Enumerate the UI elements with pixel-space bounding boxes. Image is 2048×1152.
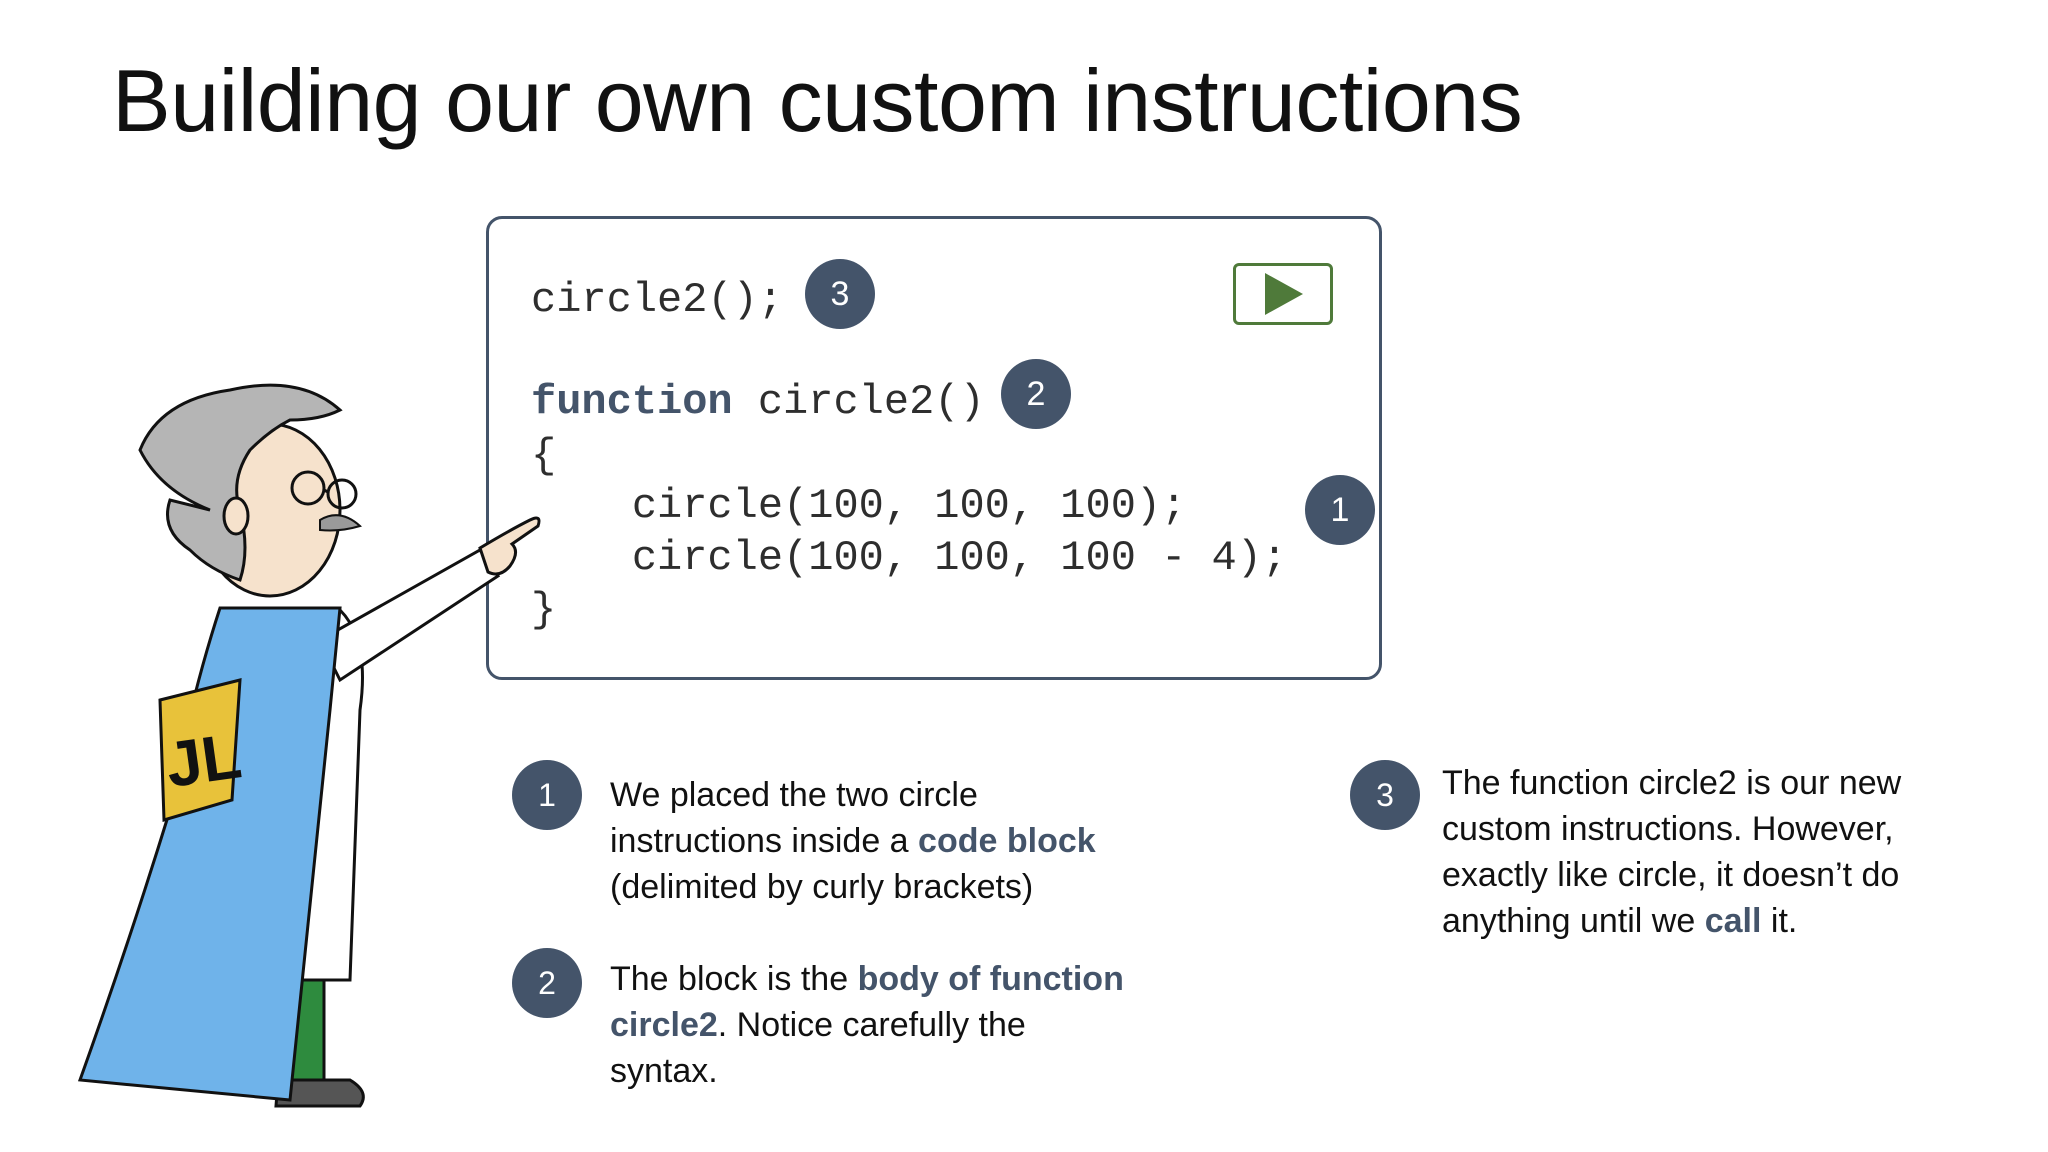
run-button[interactable] <box>1233 263 1333 325</box>
note-badge-1: 1 <box>512 760 582 830</box>
code-line-close-brace: } <box>531 586 557 634</box>
code-badge-function: 2 <box>1001 359 1071 429</box>
code-line-function: function circle2() <box>531 381 985 423</box>
note-2-text: The block is the <box>610 960 858 998</box>
note-3: The function circle2 is our new custom i… <box>1442 760 2002 944</box>
play-icon <box>1265 273 1303 315</box>
note-3-line-4: anything until we call it. <box>1442 898 2002 944</box>
function-keyword: function <box>531 378 733 426</box>
note-3-line-2: custom instructions. However, <box>1442 810 1894 848</box>
note-2-line-2: circle2. Notice carefully the <box>610 1002 1170 1048</box>
note-2-line-3: syntax. <box>610 1052 718 1090</box>
note-1-line-1: We placed the two circle <box>610 776 978 814</box>
slide-title: Building our own custom instructions <box>112 51 1523 150</box>
body-of-function-highlight: body of function <box>857 960 1124 998</box>
code-line-circle-2: circle(100, 100, 100 - 4); <box>531 534 1288 582</box>
note-2-text-2: . Notice carefully the <box>717 1006 1026 1044</box>
note-badge-3: 3 <box>1350 760 1420 830</box>
code-line-circle-1: circle(100, 100, 100); <box>531 482 1187 530</box>
note-1-text: instructions inside a <box>610 822 919 860</box>
code-badge-block: 1 <box>1305 475 1375 545</box>
note-3-line-3: exactly like circle, it doesn’t do <box>1442 856 1900 894</box>
note-2-line-1: The block is the body of function <box>610 956 1170 1002</box>
code-badge-call: 3 <box>805 259 875 329</box>
note-1-line-2: instructions inside a code block <box>610 818 1170 864</box>
code-line-call: circle2(); <box>531 276 784 324</box>
code-block-highlight: code block <box>918 822 1096 860</box>
note-3-text: anything until we <box>1442 902 1705 940</box>
circle2-highlight: circle2 <box>610 1006 718 1044</box>
note-3-text-end: it. <box>1761 902 1798 940</box>
code-line-open-brace: { <box>531 432 557 480</box>
call-highlight: call <box>1704 902 1762 940</box>
code-panel: circle2(); 3 function circle2() 2 { circ… <box>486 216 1382 680</box>
note-2: The block is the body of function circle… <box>610 956 1170 1094</box>
note-3-line-1: The function circle2 is our new <box>1442 764 1902 802</box>
function-name: circle2() <box>732 378 985 426</box>
professor-superhero-icon: JL <box>77 383 541 1108</box>
note-1-line-3: (delimited by curly brackets) <box>610 868 1034 906</box>
note-1: We placed the two circle instructions in… <box>610 772 1170 910</box>
cape-emblem: JL <box>162 719 246 801</box>
note-badge-2: 2 <box>512 948 582 1018</box>
